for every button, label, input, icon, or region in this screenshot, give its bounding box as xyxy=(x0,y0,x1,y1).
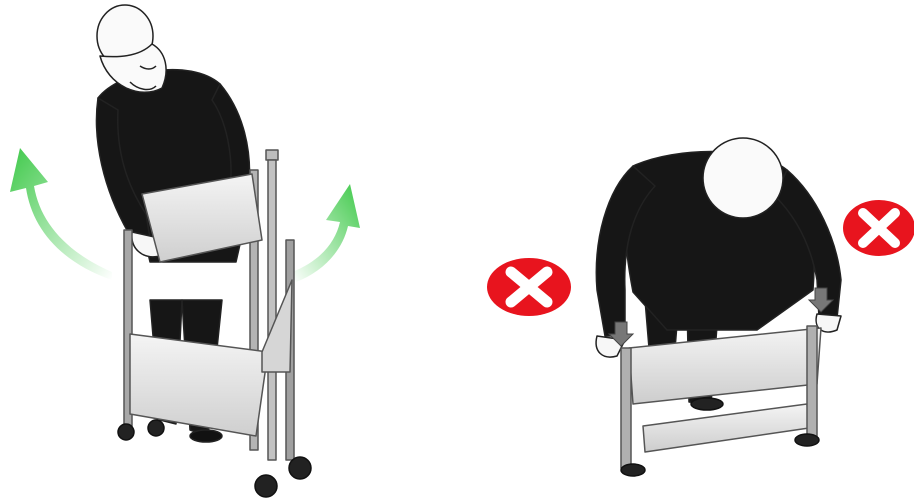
red-x-mark-icon xyxy=(843,200,914,256)
illustration-correct-folding xyxy=(0,0,457,501)
folding-cart xyxy=(621,326,821,476)
green-arrow-left-icon xyxy=(10,148,112,280)
incorrect-folding-drawing xyxy=(457,0,914,501)
red-x-mark-icon xyxy=(487,258,571,316)
green-arrow-right-icon xyxy=(292,184,360,282)
correct-folding-drawing xyxy=(0,0,457,501)
illustration-incorrect-folding xyxy=(457,0,914,501)
